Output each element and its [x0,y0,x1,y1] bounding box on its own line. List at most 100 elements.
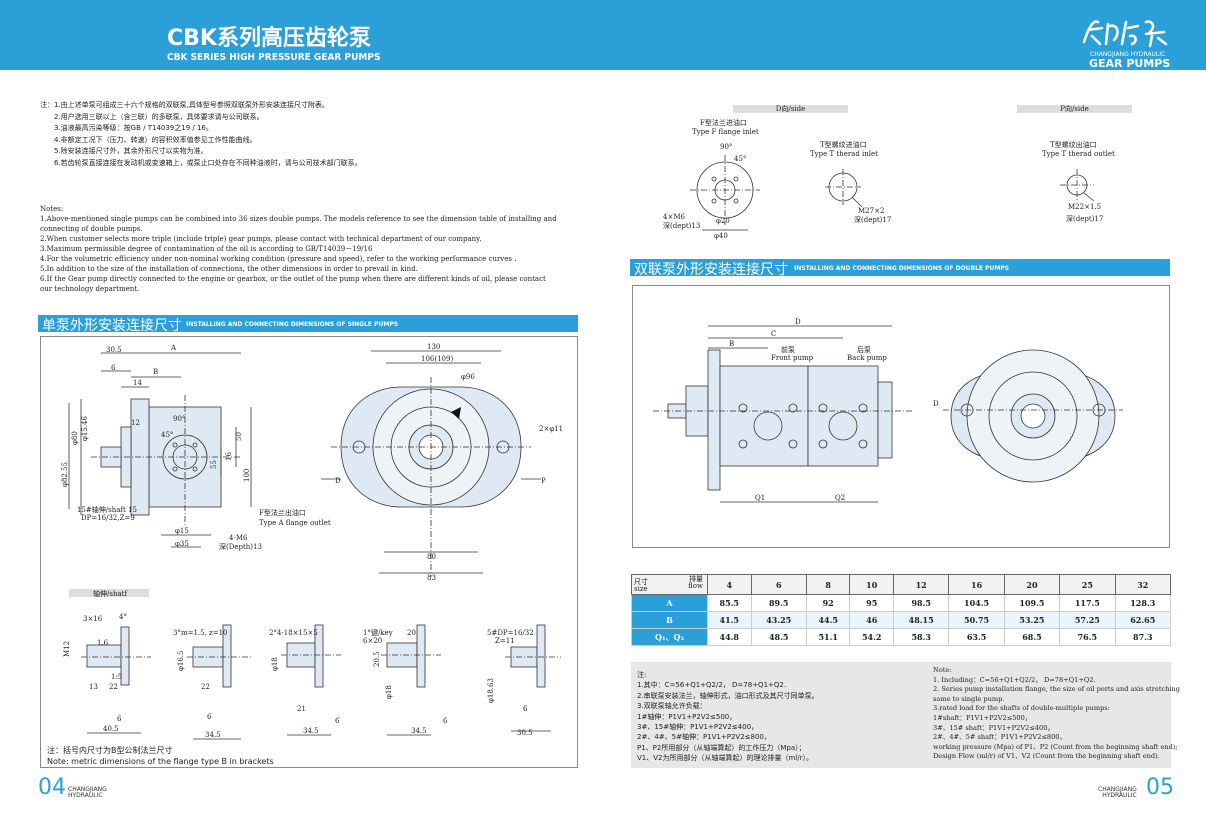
double-dir-D: D [933,400,939,408]
s5-e: φ18.63 [487,678,495,703]
port-views-drawing: F型法兰进油口 Type F flange inlet 90° 45° 4×M6… [663,118,1115,240]
back-pump-en: Back pump [847,354,887,362]
double-q1: Q1 [755,494,765,502]
s4-a: 1°键/key [363,628,393,637]
table-cell: 57.25 [1059,611,1116,629]
dim-4m6: 4-M6 [229,534,248,542]
double-dim-C: C [771,330,776,338]
t-outlet-en: Type T therad outlet [1042,150,1115,158]
single-foot-cn: 注：括号内尺寸为B型公制法兰尺寸 [47,746,173,755]
s3-c: 6 [335,717,340,725]
dn-cn-line: 注: [637,671,647,679]
table-cell: 48.15 [892,611,950,629]
table-row: Q₁、Q₂ 44.8 48.5 51.1 54.2 58.3 63.5 68.5… [631,628,1172,646]
col-header: 20 [1003,574,1061,595]
table-cell: 109.5 [1003,594,1061,612]
dim-106: 106(109) [421,355,453,363]
s3-b: 21 [297,705,306,713]
dn-en-line: Note: [933,666,952,674]
col-header: 12 [892,574,950,595]
dim-phi15-46: φ15.46 [81,416,89,441]
dim-90: 90° [173,415,185,423]
table-header-row: 排量 flow 尺寸 size 4 6 8 10 12 16 20 25 32 [631,574,1172,595]
brand-company: CHANGJIANG HYDRAULIC [1090,51,1166,58]
front-pump-cn: 前泵 [781,345,795,354]
s5-c: 6 [523,705,528,713]
table-cell: 117.5 [1059,594,1116,612]
single-pump-drawing: 30.5 A 6 B 14 12 90° 45° 50 16 55 100 φ1… [61,343,563,740]
col-header: 6 [750,574,807,595]
dn-cn-line: V1、V2为所用部分（从轴端算起）的理论排量（ml/r）。 [637,754,813,763]
footer-brand-left-2: HYDRAULIC [68,792,103,799]
footer-brand-left-1: CHANGJIANG [68,786,107,793]
s1-c: 1.6 [97,639,109,647]
shaft-15-label: 15#轴伸/shaft 15 [77,505,137,514]
dim-30-5: 30.5 [106,346,122,354]
s4-d: 20.5 [373,651,381,667]
notes-en-line: 4.For the volumetric efficiency under no… [40,255,517,263]
double-pump-section-header: 双联泵外形安装连接尺寸 INSTALLING AND CONNECTING DI… [630,259,1170,278]
table-cell: 44.5 [805,611,851,629]
dn-en-line: working pressure (Mpa) of P1、P2 (Count f… [933,742,1178,751]
view-phi20: φ20 [716,217,730,225]
table-cell: 98.5 [892,594,950,612]
page-number-right: 05 [1146,775,1174,800]
single-foot-en: Note: metric dimensions of the flange ty… [47,757,274,766]
brand-logo [1080,14,1170,56]
s1-d: M12 [63,641,71,657]
view-m22: M22×1.5 [1068,203,1101,211]
single-pump-section-header: 单泵外形安装连接尺寸 INSTALLING AND CONNECTING DIM… [38,315,578,334]
col-header: 16 [948,574,1005,595]
row-label: A [631,594,708,612]
d-side-header: D向/side [733,105,848,113]
table-corner: 排量 flow 尺寸 size [631,574,708,595]
table-cell: 89.5 [750,594,807,612]
dim-phi82: φ82.55 [61,462,69,487]
notes-cn-line: 2.用户选用三联以上（含三联）的多联泵，具体要求请与公司联系。 [54,112,264,121]
view-phi40: φ40 [714,232,728,240]
double-q2: Q2 [835,494,845,502]
view-dep17a: 深(dept)17 [854,215,891,224]
dn-cn-line: 2.串联泵安装法兰，轴伸形式，油口形式及其尺寸同单泵。 [637,691,819,700]
flange-outlet-cn: F型法兰出油口 [259,508,306,517]
s4-b: 6×20 [363,637,382,645]
s1-h: 6 [117,715,122,723]
brand-product: GEAR PUMPS [1089,57,1171,70]
table-cell: 48.5 [750,628,807,646]
dir-D: D [335,477,341,485]
notes-cn-prefix: 注： [40,101,54,109]
double-pump-panel: D C B 前泵 Front pump 后泵 Back pump Q1 Q2 D [632,285,1170,548]
table-cell: 95 [849,594,894,612]
dim-phi80: φ80 [71,431,79,445]
front-pump-en: Front pump [771,354,814,362]
notes-en-line: 1.Above-mentioned single pumps can be co… [40,215,557,233]
dn-en-line: 1#shaft：P1V1+P2V2≤500， [933,713,1032,722]
table-cell: 46 [849,611,894,629]
table-cell: 53.25 [1003,611,1061,629]
s1-b: 4° [119,613,127,621]
s2-e: φ16.5 [177,651,185,672]
dn-en-line: Design Flow (ml/r) of V1、V2 (Count from … [933,752,1160,761]
dn-cn-line: 2#、4#、5#轴伸：P1V1+P2V2≤800， [637,733,771,742]
dn-en-line: 2. Series pump installation flange, the … [933,685,1181,694]
table-row: A 85.5 89.5 92 95 98.5 104.5 109.5 117.5… [631,594,1172,612]
dim-12: 12 [131,419,140,427]
double-notes-cn: 注: 1.其中：C=56+Q1+Q2/2， D=78+Q1+Q2. 2.串联泵安… [637,670,819,764]
shaft-15-dp: DP=16/32,Z=9 [81,514,135,522]
view-dep13: 深(dept)13 [663,221,700,230]
dim-55: 55 [210,460,218,469]
notes-en-line: 3.Maximum permissible degree of contamin… [40,245,373,253]
dim-phi35: φ35 [175,540,189,548]
s4-g: φ18 [385,685,393,699]
table-cell: 63.5 [948,628,1005,646]
dim-16: 16 [225,452,233,461]
notes-cn-line: 5.除安装连接尺寸外，其余外形尺寸以实物为准。 [54,147,208,155]
page-title: CBK系列高压齿轮泵 [167,26,371,51]
s5-b: Z=11 [495,637,515,645]
dn-cn-line: P1、P2所用部分（从轴端算起）的工作压力（Mpa）； [637,743,806,752]
dim-50: 50 [235,432,243,441]
view-4xm6: 4×M6 [663,213,685,221]
footer-brand-right-2: HYDRAULIC [1102,792,1137,799]
s2-c: 6 [207,713,212,721]
double-title-en: INSTALLING AND CONNECTING DIMENSIONS OF … [794,265,1010,272]
